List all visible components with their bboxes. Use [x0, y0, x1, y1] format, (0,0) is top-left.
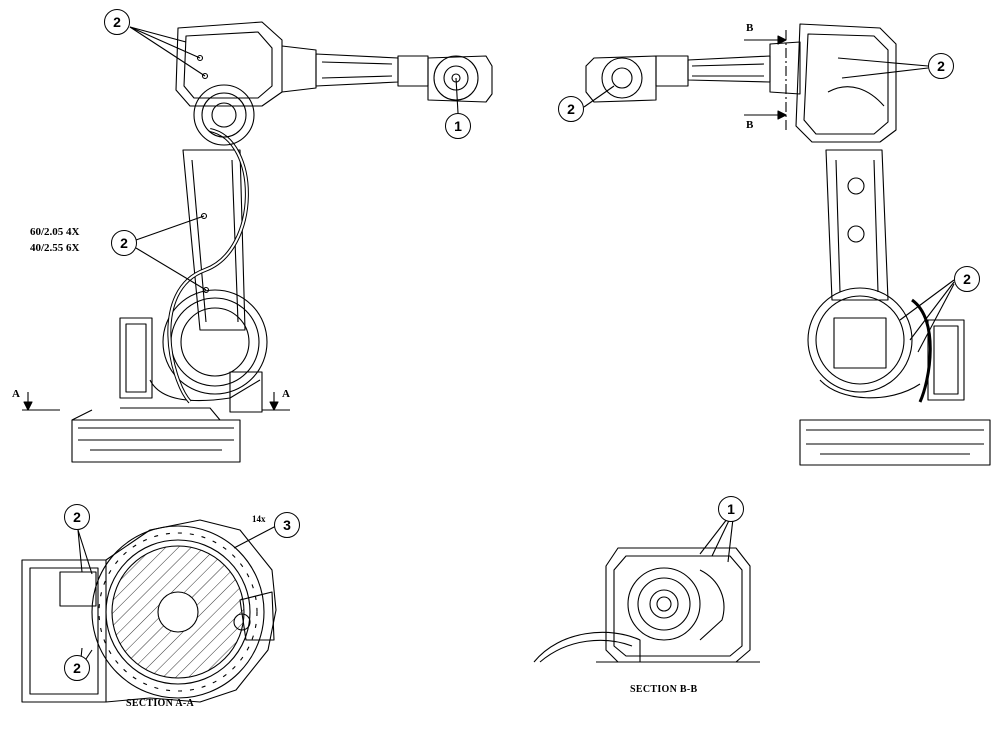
torque-note-2: 40/2.55 6X [30, 242, 80, 254]
callout-bubble: 3 [274, 512, 300, 538]
callout-bubble: 1 [445, 113, 471, 139]
callout-bubble: 2 [954, 266, 980, 292]
section-a-a-view [21, 519, 277, 703]
callout-bubble: 2 [111, 230, 137, 256]
torque-note-1: 60/2.05 4X [30, 226, 80, 238]
section-marker-b-top: B [746, 22, 754, 34]
section-a-title: SECTION A-A [126, 698, 195, 709]
robot-rear-view-right [583, 23, 991, 466]
callout-bubble: 2 [64, 655, 90, 681]
section-b-b-view [533, 509, 760, 663]
section-marker-b-bottom: B [746, 119, 754, 131]
section-marker-a-right: A [282, 388, 290, 400]
callout-bubble: 2 [928, 53, 954, 79]
section-b-title: SECTION B-B [630, 684, 698, 695]
section-a-cut-line [22, 392, 290, 411]
callout-bubble: 2 [104, 9, 130, 35]
quantity-note: 14x [252, 514, 266, 524]
section-marker-a-left: A [12, 388, 20, 400]
section-b-cut-line [744, 30, 787, 130]
callout-bubble: 2 [558, 96, 584, 122]
callout-bubble: 1 [718, 496, 744, 522]
robot-side-view-left [71, 21, 493, 463]
callout-bubble: 2 [64, 504, 90, 530]
